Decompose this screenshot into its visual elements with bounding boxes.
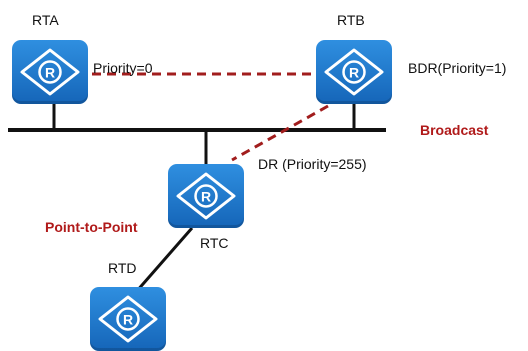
rta-name-label: RTA <box>32 12 59 28</box>
svg-text:R: R <box>123 312 133 328</box>
svg-text:R: R <box>201 189 211 205</box>
topology-lines <box>8 72 386 293</box>
router-rtd: R <box>90 287 166 351</box>
p2p-link <box>134 227 194 293</box>
svg-text:R: R <box>349 65 359 81</box>
ospf-topology-diagram: R R R R RTA RTB RTC <box>8 12 507 351</box>
svg-text:R: R <box>45 65 55 81</box>
rtc-name-label: RTC <box>200 235 229 251</box>
rtb-rtc-adjacency <box>231 104 329 162</box>
rtc-role-label: DR (Priority=255) <box>258 156 367 172</box>
rtb-role-label: BDR(Priority=1) <box>408 60 507 76</box>
point-to-point-network-label: Point-to-Point <box>45 219 138 235</box>
router-icon: R <box>20 48 80 96</box>
router-icon: R <box>98 295 158 343</box>
router-icon: R <box>176 172 236 220</box>
broadcast-network-label: Broadcast <box>420 122 489 138</box>
router-rta: R <box>12 40 88 104</box>
router-rtb: R <box>316 40 392 104</box>
router-icon: R <box>324 48 384 96</box>
rtb-name-label: RTB <box>337 12 365 28</box>
rtd-name-label: RTD <box>108 260 137 276</box>
rta-priority-label: Priority=0 <box>93 60 153 76</box>
router-rtc: R <box>168 164 244 228</box>
